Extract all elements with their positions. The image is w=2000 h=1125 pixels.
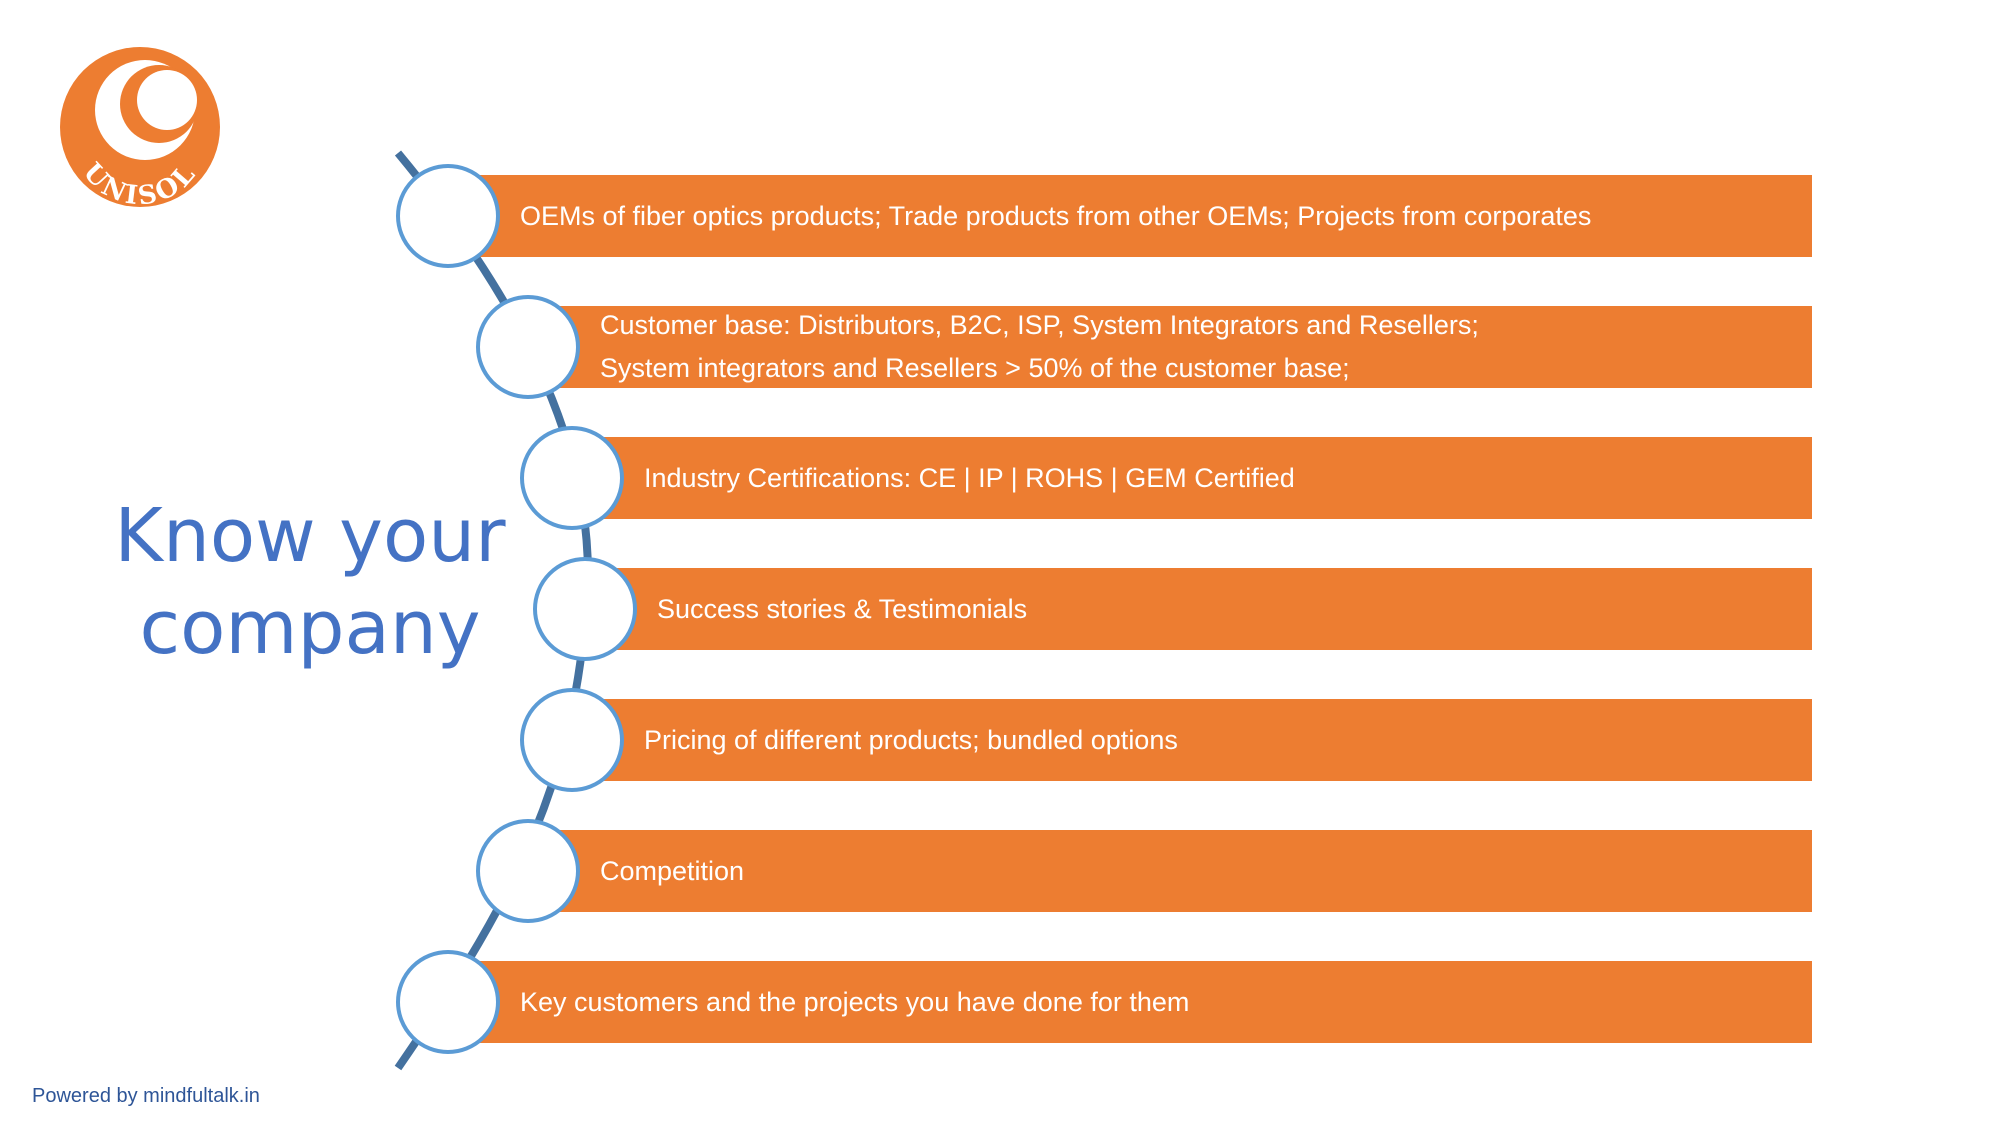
title-line-1: Know your: [114, 493, 506, 579]
unisol-logo: UNISOL: [60, 47, 220, 212]
timeline-node: [533, 557, 637, 661]
list-item: Industry Certifications: CE | IP | ROHS …: [592, 437, 1812, 519]
page-title: Know your company: [110, 490, 510, 674]
timeline-node: [520, 426, 624, 530]
list-item: Competition: [548, 830, 1812, 912]
list-item: Pricing of different products; bundled o…: [592, 699, 1812, 781]
powered-by-footer: Powered by mindfultalk.in: [32, 1085, 260, 1107]
list-item: OEMs of fiber optics products; Trade pro…: [468, 175, 1812, 257]
timeline-node: [520, 688, 624, 792]
item-text: Success stories & Testimonials: [657, 593, 1028, 624]
item-text: Key customers and the projects you have …: [520, 986, 1190, 1017]
item-text: Industry Certifications: CE | IP | ROHS …: [644, 462, 1295, 493]
list-item: Customer base: Distributors, B2C, ISP, S…: [548, 306, 1812, 388]
timeline-node: [476, 295, 580, 399]
list-item: Key customers and the projects you have …: [468, 961, 1812, 1043]
item-text: Pricing of different products; bundled o…: [644, 724, 1178, 755]
item-text: OEMs of fiber optics products; Trade pro…: [520, 200, 1592, 231]
timeline-node: [396, 950, 500, 1054]
list-item: Success stories & Testimonials: [605, 568, 1812, 650]
timeline-node: [396, 164, 500, 268]
title-line-2: company: [139, 585, 481, 671]
timeline-node: [476, 819, 580, 923]
item-text: Customer base: Distributors, B2C, ISP, S…: [600, 310, 1479, 340]
item-text: Competition: [600, 855, 745, 886]
item-text: System integrators and Resellers > 50% o…: [600, 353, 1350, 383]
